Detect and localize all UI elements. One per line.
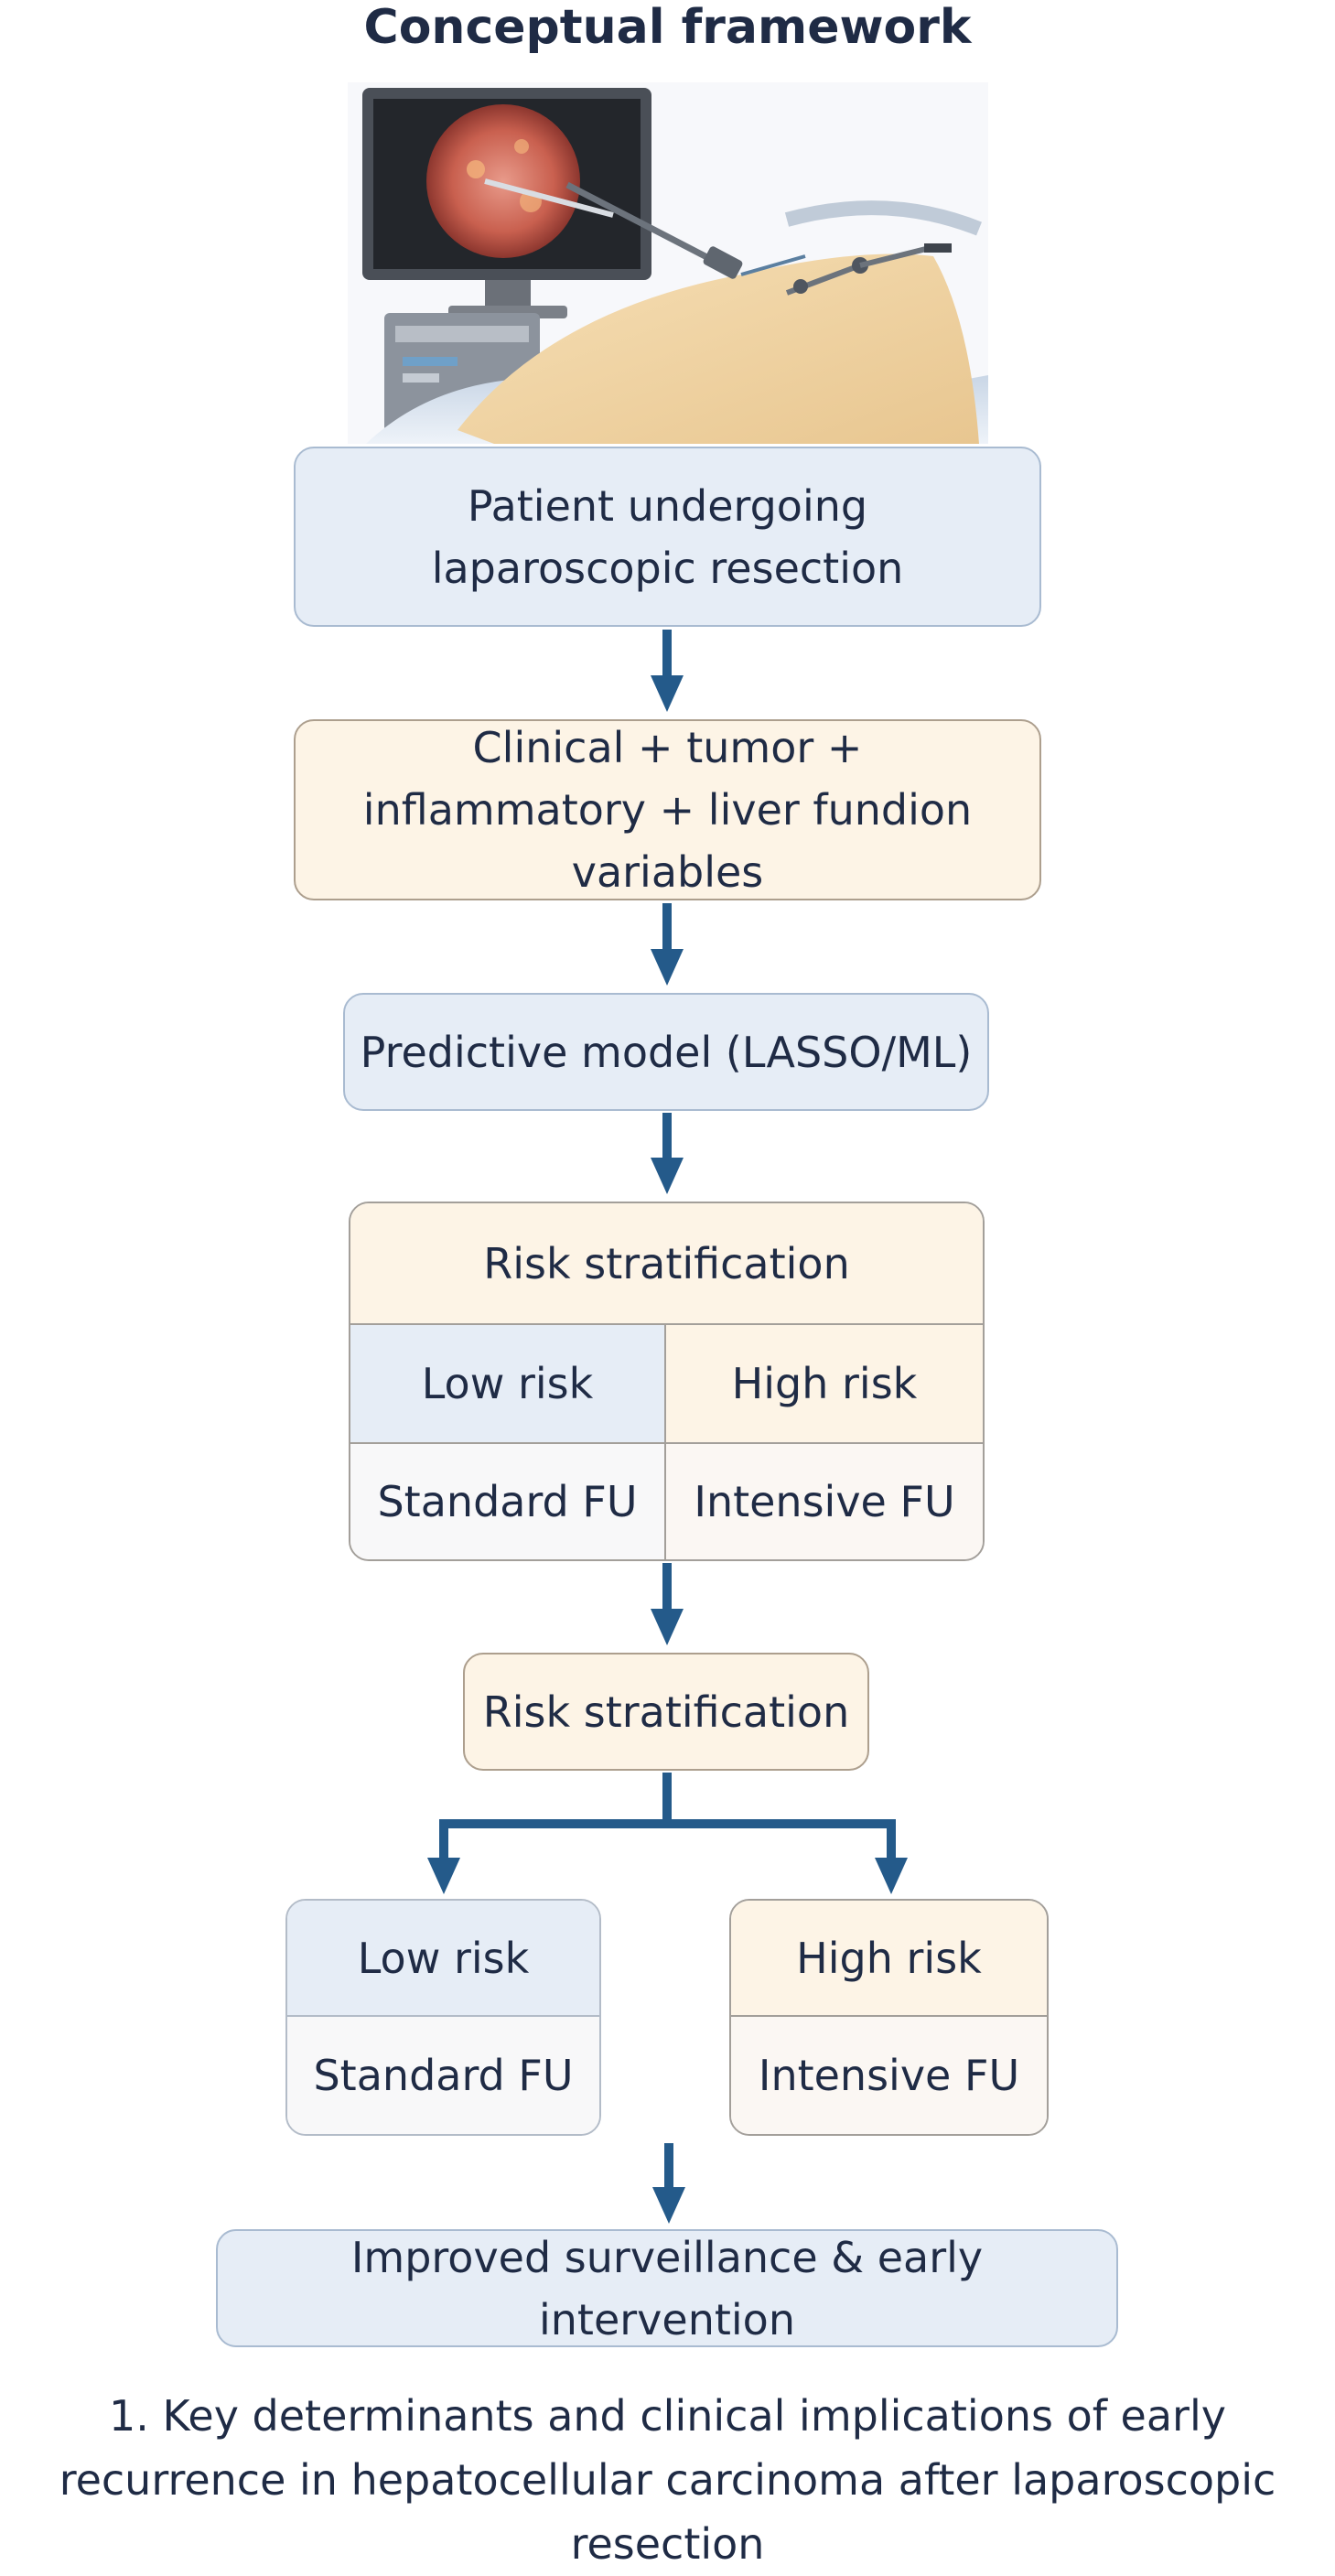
risk-table-low-label: Low risk xyxy=(421,1359,594,1408)
high-risk-branch-label: High risk xyxy=(796,1933,982,1983)
risk-table-intensive-cell: Intensive FU xyxy=(666,1444,983,1559)
flow-connectors xyxy=(427,630,908,2224)
arrowhead-1 xyxy=(651,675,684,712)
low-risk-branch-box: Low risk Standard FU xyxy=(285,1899,601,2136)
arrowhead-left xyxy=(427,1858,460,1894)
risk-table-header: Risk stratification xyxy=(350,1203,983,1325)
low-risk-branch-followup-label: Standard FU xyxy=(313,2051,574,2100)
risk-table-standard-label: Standard FU xyxy=(377,1477,638,1526)
high-risk-branch-box: High risk Intensive FU xyxy=(729,1899,1049,2136)
risk-split-box: Risk stratification xyxy=(463,1653,869,1771)
low-risk-branch-header: Low risk xyxy=(287,1901,599,2017)
variables-step-label: Clinical + tumor + inflammatory + liver … xyxy=(362,723,973,897)
patient-step-box: Patient undergoing laparoscopic resectio… xyxy=(294,447,1041,627)
outcome-label: Improved surveillance & early interventi… xyxy=(350,2232,984,2344)
outcome-box: Improved surveillance & early interventi… xyxy=(216,2229,1118,2347)
arrowhead-right xyxy=(875,1858,908,1894)
low-risk-branch-label: Low risk xyxy=(357,1933,530,1983)
diagram-title: Conceptual framework xyxy=(363,0,972,55)
laparoscopy-illustration xyxy=(348,82,988,444)
risk-table-high-label: High risk xyxy=(731,1359,918,1408)
low-risk-branch-followup: Standard FU xyxy=(287,2017,599,2134)
risk-table-intensive-label: Intensive FU xyxy=(694,1477,955,1526)
arrowhead-2 xyxy=(651,949,684,986)
patient-step-label: Patient undergoing laparoscopic resectio… xyxy=(431,480,904,593)
risk-table-standard-cell: Standard FU xyxy=(350,1444,666,1559)
risk-split-label: Risk stratification xyxy=(482,1687,850,1737)
risk-table-high-cell: High risk xyxy=(666,1325,983,1444)
risk-table-header-label: Risk stratification xyxy=(483,1238,850,1288)
figure-caption: 1. Key determinants and clinical implica… xyxy=(59,2391,1276,2569)
risk-table-low-cell: Low risk xyxy=(350,1325,666,1444)
high-risk-branch-followup: Intensive FU xyxy=(731,2017,1047,2134)
risk-stratification-table: Risk stratification Low risk High risk S… xyxy=(349,1202,985,1561)
model-step-label: Predictive model (LASSO/ML) xyxy=(360,1027,973,1077)
high-risk-branch-header: High risk xyxy=(731,1901,1047,2017)
arrowhead-3 xyxy=(651,1158,684,1194)
arrowhead-5 xyxy=(652,2187,685,2224)
high-risk-branch-followup-label: Intensive FU xyxy=(758,2051,1020,2100)
arrowhead-4 xyxy=(651,1609,684,1645)
model-step-box: Predictive model (LASSO/ML) xyxy=(343,993,989,1111)
variables-step-box: Clinical + tumor + inflammatory + liver … xyxy=(294,719,1041,900)
